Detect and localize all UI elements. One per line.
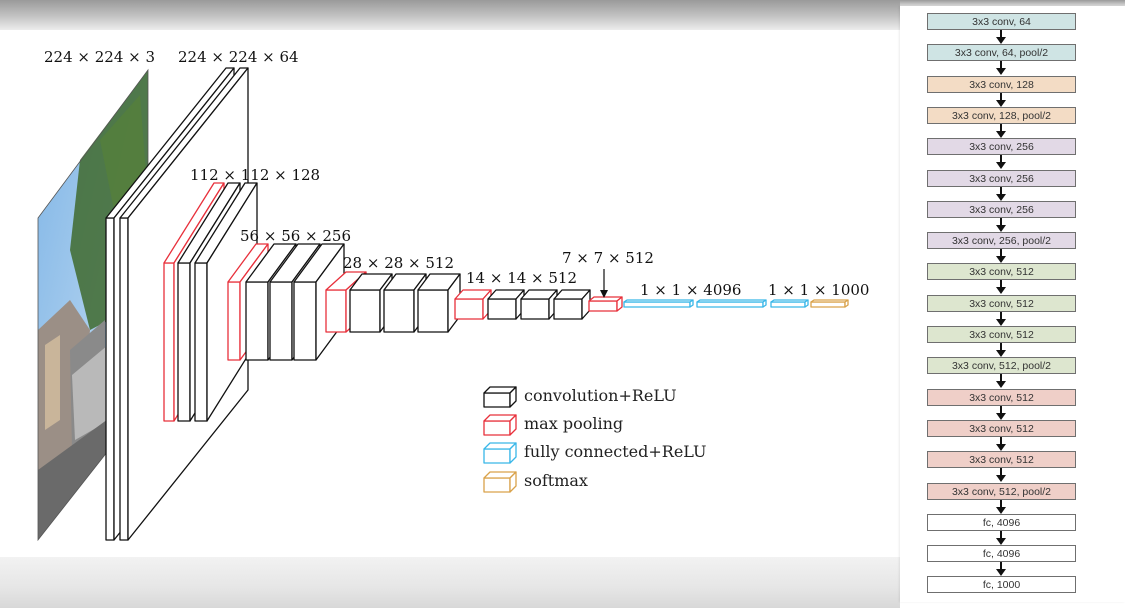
conv-block [520,289,558,320]
dim-out-label: 1 × 1 × 1000 [768,281,869,299]
layer-arrow-icon [996,155,1006,169]
legend [483,386,517,493]
layer-arrow-icon [996,218,1006,232]
layer-box: 3x3 conv, 512 [927,389,1076,406]
layer-box: fc, 4096 [927,514,1076,531]
layer-arrow-icon [996,468,1006,482]
legend-label-softmax: softmax [524,471,588,490]
legend-label-conv: convolution+ReLU [524,386,677,405]
conv-block [417,273,461,333]
layer-arrow-icon [996,437,1006,451]
fc-block [696,299,767,308]
layer-arrow-icon [996,93,1006,107]
dim-pool5-label: 7 × 7 × 512 [562,249,654,267]
dim-conv4-label: 28 × 28 × 512 [343,254,454,272]
layer-box: 3x3 conv, 64 [927,13,1076,30]
layer-arrow-icon [996,249,1006,263]
pool-block [454,289,492,320]
vgg16-layer-stack: 3x3 conv, 64 3x3 conv, 64, pool/2 3x3 conv… [900,6,1125,602]
layer-arrow-icon [996,30,1006,44]
layer-box: 3x3 conv, 256 [927,170,1076,187]
layer-box: 3x3 conv, 512, pool/2 [927,483,1076,500]
layer-box: 3x3 conv, 512 [927,451,1076,468]
dim-conv5-label: 14 × 14 × 512 [466,269,577,287]
bottom-shade-band [0,557,900,608]
layer-arrow-icon [996,312,1006,326]
layer-arrow-icon [996,61,1006,75]
legend-swatch-fc [483,442,517,464]
layer-box: 3x3 conv, 512 [927,326,1076,343]
layer-arrow-icon [996,500,1006,514]
right-top-shade [900,0,1125,6]
legend-label-pool: max pooling [524,414,623,433]
layer-box: 3x3 conv, 512 [927,295,1076,312]
layer-arrow-icon [996,187,1006,201]
fc-block [770,299,809,308]
dim-conv1-label: 224 × 224 × 64 [178,48,299,66]
layer-arrow-icon [996,280,1006,294]
layer-blocks [105,67,849,541]
legend-swatch-pool [483,414,517,436]
layer-box: 3x3 conv, 512, pool/2 [927,357,1076,374]
layer-arrow-icon [996,343,1006,357]
layer-arrow-icon [996,562,1006,576]
layer-arrow-icon [996,374,1006,388]
layer-box: 3x3 conv, 512 [927,263,1076,280]
legend-swatch-softmax [483,471,517,493]
layer-box: 3x3 conv, 64, pool/2 [927,44,1076,61]
layer-arrow-icon [996,124,1006,138]
vgg-architecture-diagram: 224 × 224 × 3 224 × 224 × 64 112 × 112 ×… [37,48,869,542]
softmax-block [810,299,849,308]
dim-fc-label: 1 × 1 × 4096 [640,281,741,299]
layer-box: 3x3 conv, 256 [927,138,1076,155]
layer-box: 3x3 conv, 256 [927,201,1076,218]
input-image [37,68,149,542]
pool5-pointer-arrow [600,269,608,298]
pool-block [588,296,623,312]
layer-box: 3x3 conv, 128, pool/2 [927,107,1076,124]
dim-conv3-label: 56 × 56 × 256 [240,227,351,245]
conv-block [487,289,525,320]
layer-box: 3x3 conv, 256, pool/2 [927,232,1076,249]
layer-arrow-icon [996,406,1006,420]
layer-box: fc, 1000 [927,576,1076,593]
layer-box: 3x3 conv, 128 [927,76,1076,93]
dim-conv2-label: 112 × 112 × 128 [190,166,320,184]
fc-block [623,299,694,308]
layer-box: fc, 4096 [927,545,1076,562]
layer-box: 3x3 conv, 512 [927,420,1076,437]
dim-input-label: 224 × 224 × 3 [44,48,155,66]
legend-label-fc: fully connected+ReLU [524,442,707,461]
layer-arrow-icon [996,531,1006,545]
conv-block [553,289,591,320]
top-shade-band [0,0,900,30]
legend-swatch-conv [483,386,517,408]
